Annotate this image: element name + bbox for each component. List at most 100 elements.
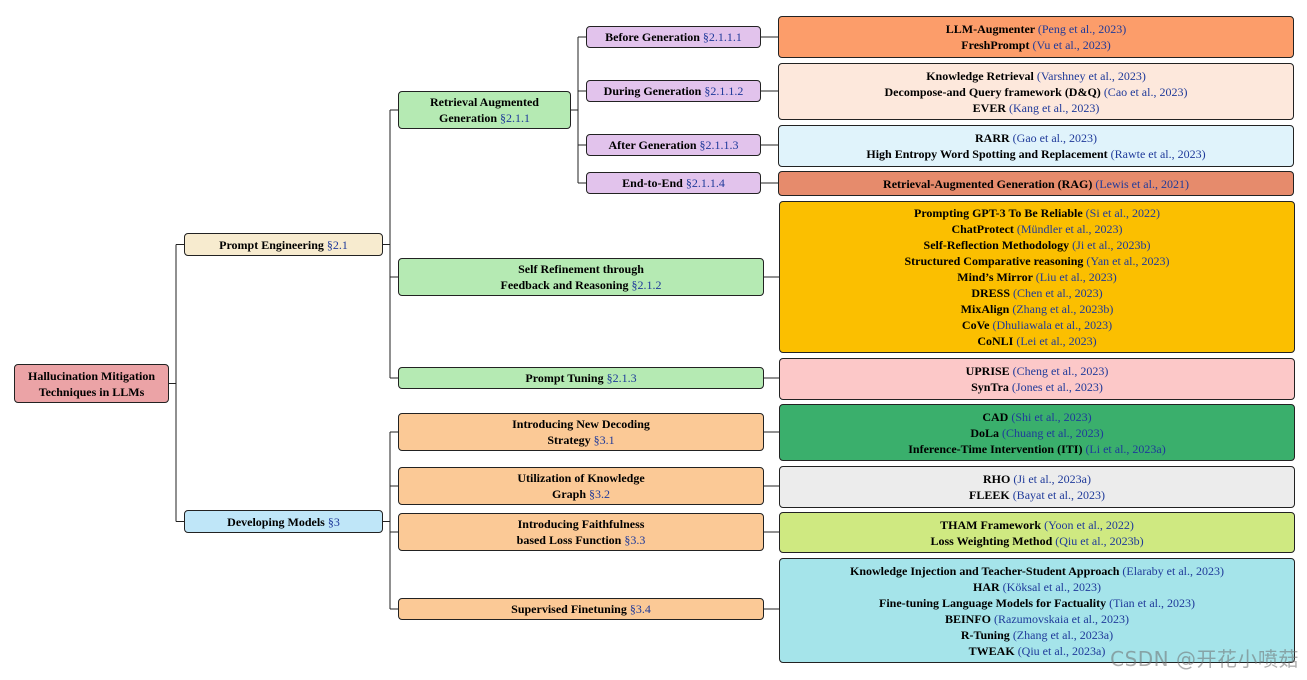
method-entry: RARR (Gao et al., 2023) <box>975 130 1097 146</box>
method-entry: SynTra (Jones et al., 2023) <box>971 379 1103 395</box>
leaf-dg: Knowledge Retrieval (Varshney et al., 20… <box>778 63 1294 120</box>
method-name: Self-Reflection Methodology <box>923 238 1070 252</box>
method-entry: Loss Weighting Method (Qiu et al., 2023b… <box>930 533 1143 549</box>
method-entry: Retrieval-Augmented Generation (RAG) (Le… <box>883 176 1189 192</box>
method-name: Prompting GPT-3 To Be Reliable <box>913 206 1083 220</box>
watermark: CSDN @开花小喷菇 <box>1110 647 1299 671</box>
leaf-sf: Knowledge Injection and Teacher-Student … <box>779 558 1295 663</box>
node-title: Retrieval Augmented <box>430 95 539 109</box>
section-ref: §2.1.1 <box>500 111 530 125</box>
citation: (Chuang et al., 2023) <box>1002 425 1104 440</box>
section-ref: §2.1.3 <box>606 371 637 385</box>
method-name: Knowledge Injection and Teacher-Student … <box>850 563 1120 578</box>
method-entry: TWEAK (Qiu et al., 2023a) <box>969 643 1106 659</box>
citation: (Lei et al., 2023) <box>1016 334 1097 348</box>
leaf-ifl: THAM Framework (Yoon et al., 2022)Loss W… <box>779 512 1295 553</box>
node-label-line: Introducing New Decoding <box>512 416 650 432</box>
method-entry: Prompting GPT-3 To Be Reliable (Si et al… <box>914 205 1160 221</box>
citation: (Yoon et al., 2022) <box>1044 517 1134 532</box>
section-ref: §3.4 <box>629 602 651 616</box>
node-label: After Generation §2.1.1.3 <box>608 137 738 153</box>
citation: (Chen et al., 2023) <box>1013 286 1103 300</box>
section-ref: §3.3 <box>624 533 646 547</box>
citation: (Razumovskaia et al., 2023) <box>994 611 1129 626</box>
method-entry: MixAlign (Zhang et al., 2023b) <box>961 301 1114 317</box>
node-title: Generation <box>439 111 497 125</box>
method-entry: ChatProtect (Mündler et al., 2023) <box>951 221 1122 237</box>
node-label-line: Supervised Finetuning §3.4 <box>511 601 651 617</box>
node-label-line: based Loss Function §3.3 <box>517 532 646 548</box>
citation: (Dhuliawala et al., 2023) <box>992 318 1113 332</box>
node-dm: Developing Models §3 <box>184 510 383 533</box>
node-title: Before Generation <box>605 30 700 44</box>
method-name: ChatProtect <box>951 222 1014 236</box>
node-dg: During Generation §2.1.1.2 <box>586 80 761 102</box>
method-name: CoVe <box>961 318 990 332</box>
node-title: Prompt Tuning <box>525 371 604 385</box>
leaf-ukg: RHO (Ji et al., 2023a)FLEEK (Bayat et al… <box>779 466 1295 508</box>
method-entry: Structured Comparative reasoning (Yan et… <box>905 253 1170 269</box>
node-title: based Loss Function <box>516 533 622 547</box>
method-name: Mind’s Mirror <box>957 270 1033 284</box>
citation: (Peng et al., 2023) <box>1037 22 1127 36</box>
method-entry: BEINFO (Razumovskaia et al., 2023) <box>945 611 1129 627</box>
section-ref: §3.1 <box>593 433 615 447</box>
node-label-line: Self Refinement through <box>518 261 644 277</box>
node-title: After Generation <box>608 138 697 152</box>
method-entry: CAD (Shi et al., 2023) <box>982 409 1091 425</box>
node-label-line: Introducing Faithfulness <box>518 516 645 532</box>
node-label-line: Generation §2.1.1 <box>439 110 530 126</box>
citation: (Qiu et al., 2023b) <box>1055 533 1144 548</box>
node-label: Before Generation §2.1.1.1 <box>605 29 742 45</box>
node-label-line: Feedback and Reasoning §2.1.2 <box>500 277 661 293</box>
node-label: Developing Models §3 <box>227 514 340 530</box>
method-name: Knowledge Retrieval <box>926 68 1034 83</box>
section-ref: §3 <box>327 514 340 529</box>
citation: (Vu et al., 2023) <box>1032 38 1111 52</box>
section-ref: §2.1.1.4 <box>685 176 725 190</box>
section-ref: §2.1.1.3 <box>699 138 739 152</box>
node-label: Prompt Engineering §2.1 <box>219 237 348 253</box>
method-name: SynTra <box>971 380 1009 394</box>
method-name: FLEEK <box>969 488 1010 502</box>
method-entry: Inference-Time Intervention (ITI) (Li et… <box>908 441 1166 457</box>
method-entry: Knowledge Retrieval (Varshney et al., 20… <box>926 68 1146 84</box>
node-bg: Before Generation §2.1.1.1 <box>586 26 761 48</box>
method-entry: High Entropy Word Spotting and Replaceme… <box>866 146 1205 162</box>
node-title: Utilization of Knowledge <box>517 471 645 485</box>
method-name: HAR <box>973 579 1000 594</box>
method-name: BEINFO <box>945 611 992 626</box>
citation: (Varshney et al., 2023) <box>1036 68 1146 83</box>
node-label: During Generation §2.1.1.2 <box>604 83 744 99</box>
method-name: EVER <box>972 100 1007 115</box>
method-name: Structured Comparative reasoning <box>904 254 1084 268</box>
citation: (Si et al., 2022) <box>1085 206 1160 220</box>
method-name: CAD <box>982 409 1009 424</box>
method-entry: Fine-tuning Language Models for Factuali… <box>879 595 1195 611</box>
leaf-sr: Prompting GPT-3 To Be Reliable (Si et al… <box>779 201 1295 353</box>
method-name: Inference-Time Intervention (ITI) <box>908 441 1083 456</box>
leaf-pt: UPRISE (Cheng et al., 2023)SynTra (Jones… <box>779 358 1295 400</box>
method-name: FreshPrompt <box>961 38 1030 52</box>
section-ref: §3.2 <box>589 487 610 501</box>
method-entry: UPRISE (Cheng et al., 2023) <box>966 363 1109 379</box>
root-label-line: Hallucination Mitigation <box>27 368 155 383</box>
method-entry: R-Tuning (Zhang et al., 2023a) <box>961 627 1113 643</box>
citation: (Ji et al., 2023b) <box>1072 238 1151 252</box>
method-name: THAM Framework <box>940 517 1042 532</box>
method-name: DRESS <box>971 286 1011 300</box>
citation: (Rawte et al., 2023) <box>1110 147 1206 161</box>
citation: (Cheng et al., 2023) <box>1012 364 1109 378</box>
method-entry: FreshPrompt (Vu et al., 2023) <box>961 37 1110 53</box>
citation: (Shi et al., 2023) <box>1011 409 1092 424</box>
method-name: High Entropy Word Spotting and Replaceme… <box>866 147 1108 161</box>
node-ee: End-to-End §2.1.1.4 <box>586 172 761 194</box>
leaf-bg: LLM-Augmenter (Peng et al., 2023)FreshPr… <box>778 16 1294 58</box>
method-entry: THAM Framework (Yoon et al., 2022) <box>940 517 1134 533</box>
